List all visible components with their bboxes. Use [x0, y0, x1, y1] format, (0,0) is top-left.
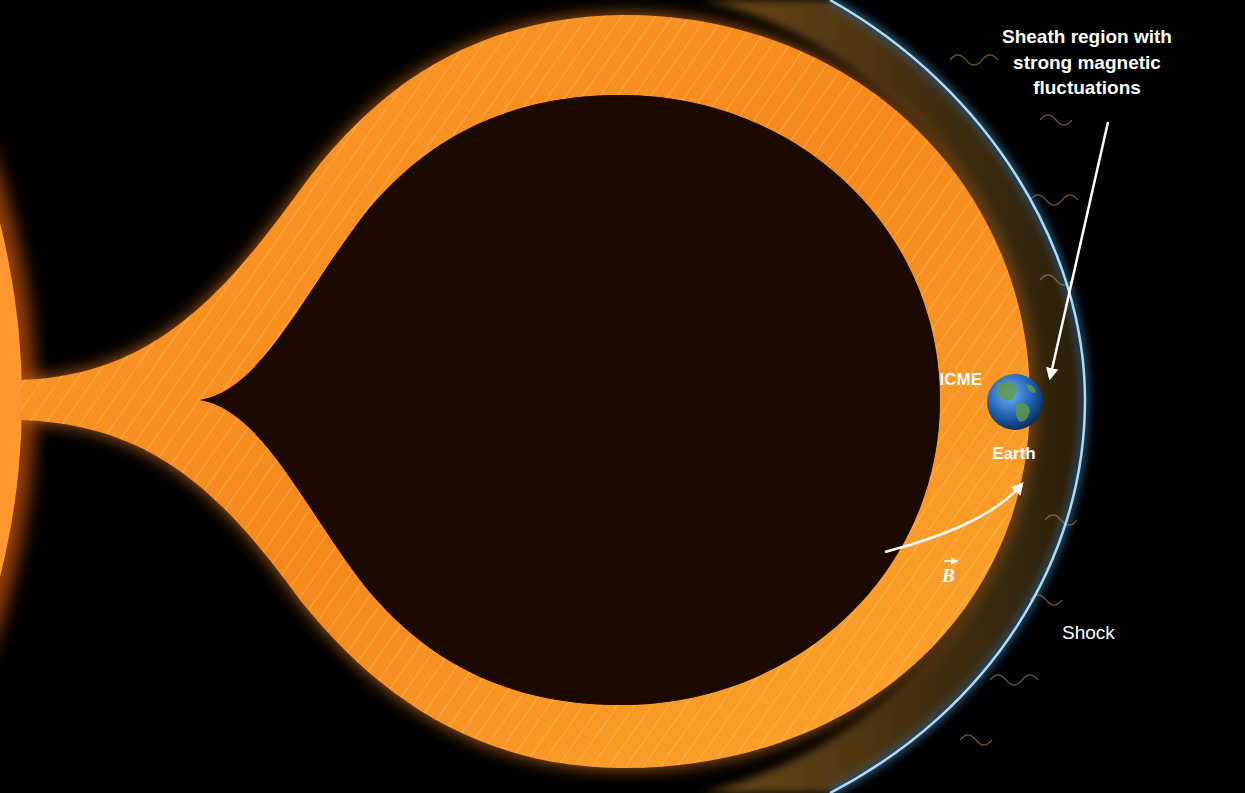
- callout-text: Sheath region with strong magnetic fluct…: [972, 24, 1202, 101]
- field-arrow: [885, 484, 1022, 552]
- planet-label: Earth: [972, 443, 1056, 466]
- continent: [1026, 384, 1036, 393]
- rope-interior: [200, 95, 940, 705]
- fluctuation-line: [950, 55, 998, 65]
- flux-rope-glow: [20, 15, 1030, 768]
- flux-rope: [20, 15, 1030, 768]
- region-label: ICME: [920, 369, 982, 392]
- fluctuation-line: [960, 735, 992, 745]
- leader-arrow: [1050, 122, 1108, 378]
- fluctuation-line: [1040, 115, 1072, 125]
- vector-arrow: [944, 560, 957, 562]
- continent: [1016, 403, 1031, 422]
- earth-globe: [987, 374, 1043, 430]
- earth-land: [998, 381, 1036, 422]
- fluctuation-line: [990, 675, 1038, 685]
- shock-label: Shock: [1062, 620, 1142, 646]
- continent: [998, 381, 1016, 400]
- sun: [0, 0, 22, 793]
- vector-symbol: B: [942, 566, 966, 585]
- field-lines: [20, 15, 1030, 768]
